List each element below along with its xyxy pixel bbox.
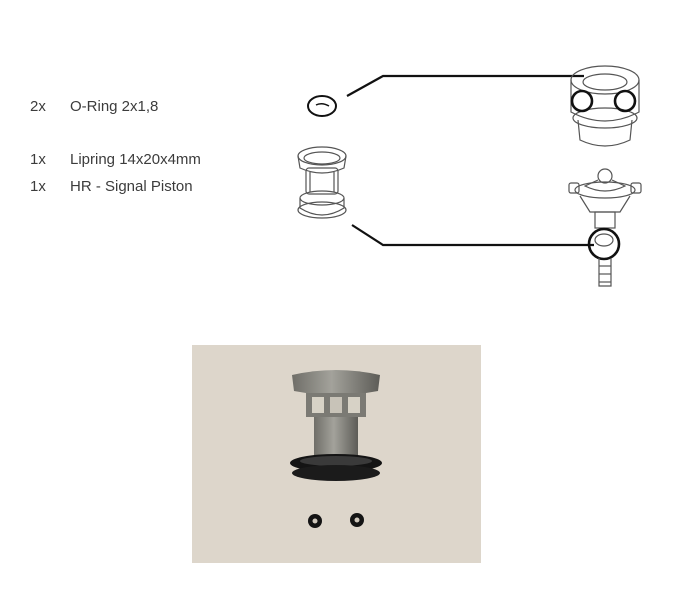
part-row-lipring: 1x Lipring 14x20x4mm	[30, 151, 201, 168]
part-qty: 1x	[30, 151, 46, 168]
exploded-diagram	[297, 65, 642, 287]
piston-photo-illustration	[290, 370, 382, 528]
part-description: Lipring 14x20x4mm	[70, 151, 201, 168]
o-ring-drawing	[307, 95, 337, 117]
part-row-signal-piston: 1x HR - Signal Piston	[30, 178, 193, 195]
part-row-o-ring: 2x O-Ring 2x1,8	[30, 98, 158, 115]
piston-drawing	[297, 146, 347, 219]
part-qty: 1x	[30, 178, 46, 195]
part-description: O-Ring 2x1,8	[70, 98, 159, 115]
upper-assembly-drawing	[570, 65, 640, 147]
product-photo	[192, 345, 481, 563]
lower-assembly-drawing	[568, 168, 642, 287]
leader-lines	[346, 74, 594, 247]
part-description: HR - Signal Piston	[70, 178, 193, 195]
part-qty: 2x	[30, 98, 46, 115]
